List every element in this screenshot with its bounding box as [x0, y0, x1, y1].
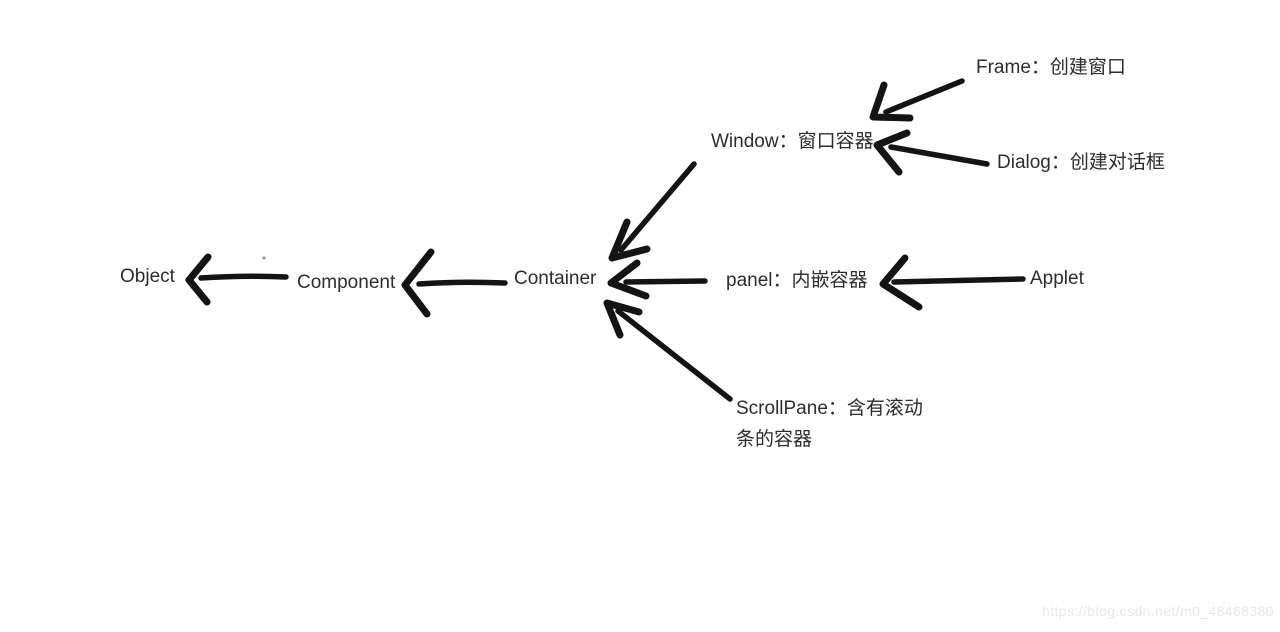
arrow-panel-to-container — [607, 259, 708, 300]
arrow-container-to-component — [401, 248, 508, 318]
watermark: https://blog.csdn.net/m0_48468380 — [1042, 603, 1274, 619]
arrow-component-to-object — [185, 253, 289, 306]
node-scrollpane: ScrollPane：含有滚动 条的容器 — [736, 398, 923, 450]
arrow-frame-to-window — [869, 78, 965, 122]
arrow-applet-to-panel — [879, 254, 1026, 311]
node-object: Object — [120, 266, 175, 287]
node-frame: Frame：创建窗口 — [976, 57, 1126, 78]
node-dialog: Dialog：创建对话框 — [997, 152, 1165, 173]
node-panel: panel：内嵌容器 — [726, 270, 868, 291]
arrow-window-to-container — [608, 161, 697, 262]
stray-dot — [262, 256, 266, 260]
arrow-dialog-to-window — [873, 129, 990, 176]
node-container: Container — [514, 268, 597, 289]
node-applet: Applet — [1030, 268, 1084, 289]
arrow-scrollpane-to-container — [603, 299, 733, 402]
node-window: Window：窗口容器 — [711, 131, 874, 152]
node-component: Component — [297, 272, 396, 293]
